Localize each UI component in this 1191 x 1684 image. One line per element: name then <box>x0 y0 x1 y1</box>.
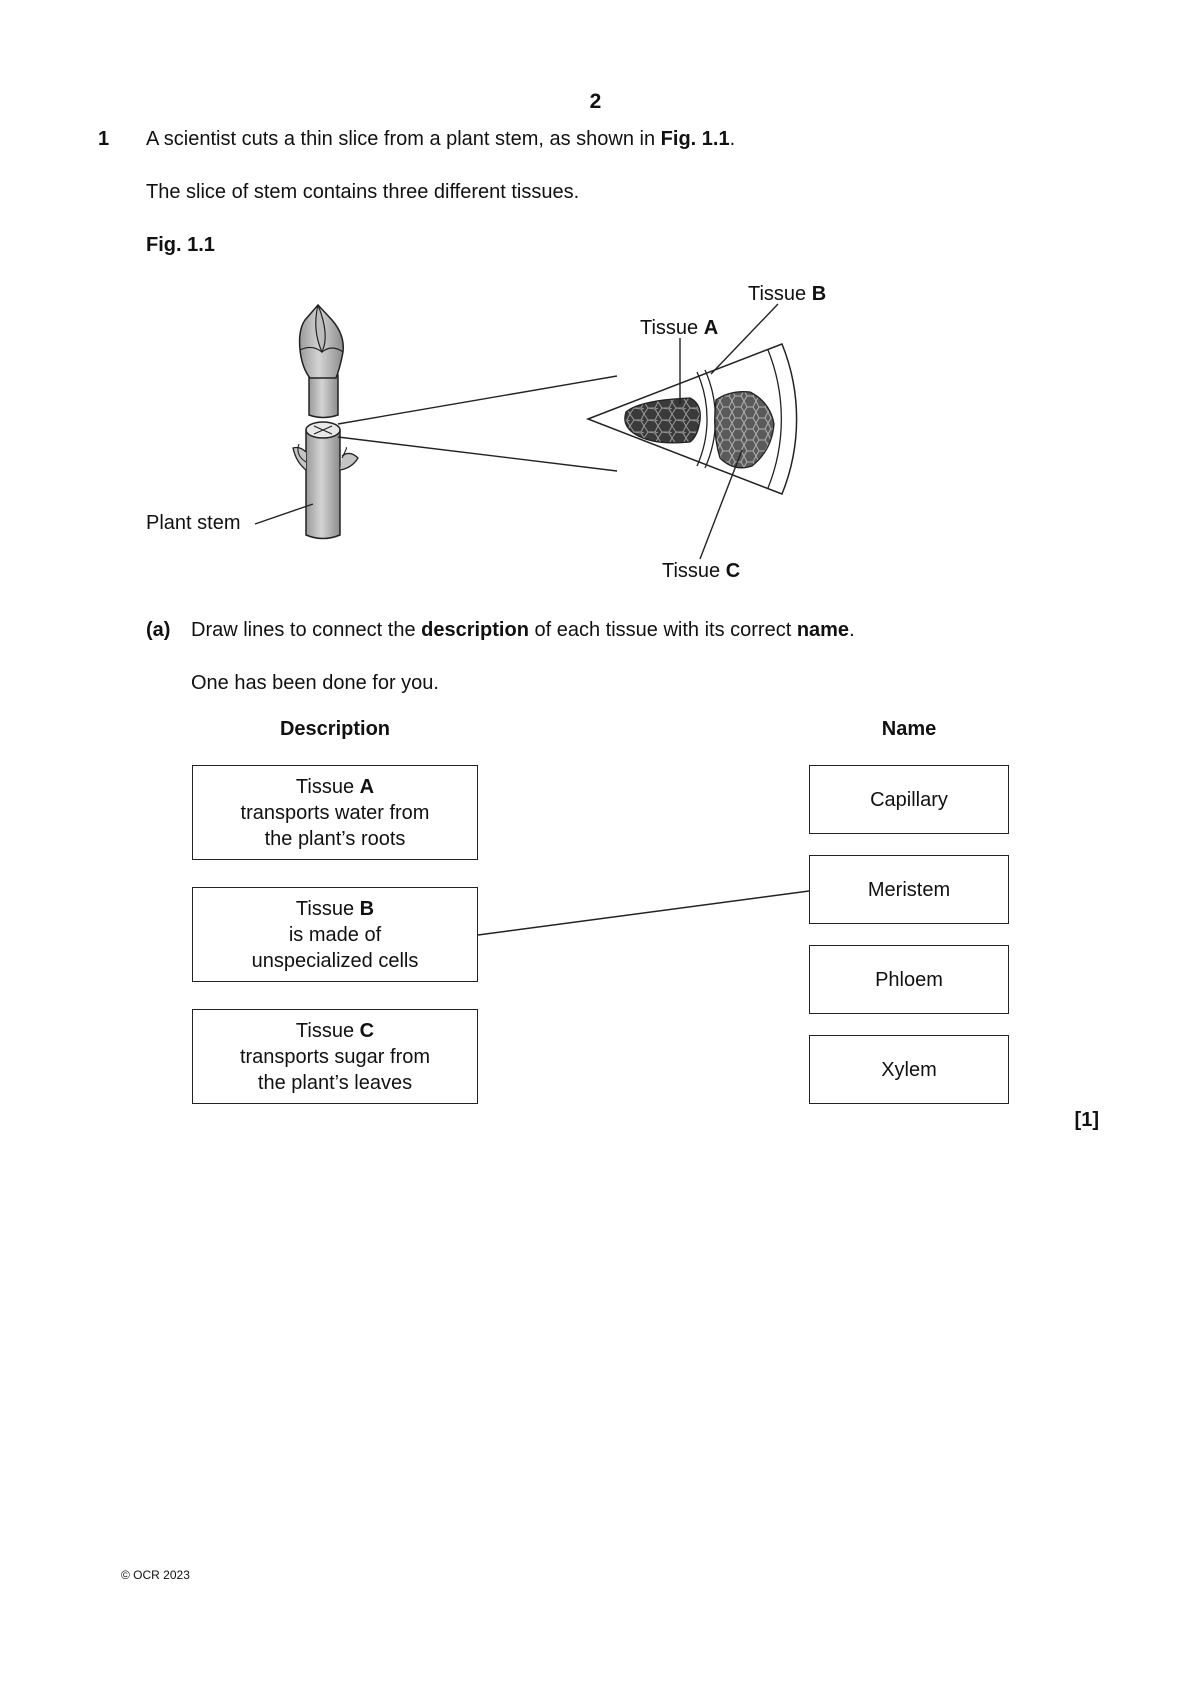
name-box-meristem: Meristem <box>809 855 1009 924</box>
name-heading: Name <box>881 718 937 740</box>
question-number: 1 <box>98 128 110 150</box>
name-box-xylem: Xylem <box>809 1035 1009 1104</box>
question-intro: A scientist cuts a thin slice from a pla… <box>146 128 736 150</box>
description-box-c: Tissue C transports sugar from the plant… <box>192 1009 478 1104</box>
part-a-instruction: Draw lines to connect the description of… <box>191 619 855 641</box>
marks-indicator: [1] <box>1074 1109 1099 1131</box>
name-box-capillary: Capillary <box>809 765 1009 834</box>
stem-bottom-piece <box>292 421 359 540</box>
tissue-b-label: Tissue B <box>748 283 827 305</box>
description-heading: Description <box>279 718 391 740</box>
stem-top-piece <box>298 303 345 419</box>
part-a-note: One has been done for you. <box>191 672 439 694</box>
tissue-a-label: Tissue A <box>640 317 719 339</box>
question-line-2: The slice of stem contains three differe… <box>146 181 580 203</box>
copyright-footer: © OCR 2023 <box>121 1568 190 1582</box>
figure-illustration <box>254 303 798 560</box>
page-number: 2 <box>589 90 602 113</box>
plant-stem-label: Plant stem <box>146 512 241 534</box>
part-a-label: (a) <box>146 619 171 641</box>
description-box-b: Tissue B is made of unspecialized cells <box>192 887 478 982</box>
description-box-a: Tissue A transports water from the plant… <box>192 765 478 860</box>
tissue-c-label: Tissue C <box>662 560 741 582</box>
name-box-phloem: Phloem <box>809 945 1009 1014</box>
stem-cross-section <box>585 343 798 495</box>
figure-label: Fig. 1.1 <box>146 234 215 256</box>
